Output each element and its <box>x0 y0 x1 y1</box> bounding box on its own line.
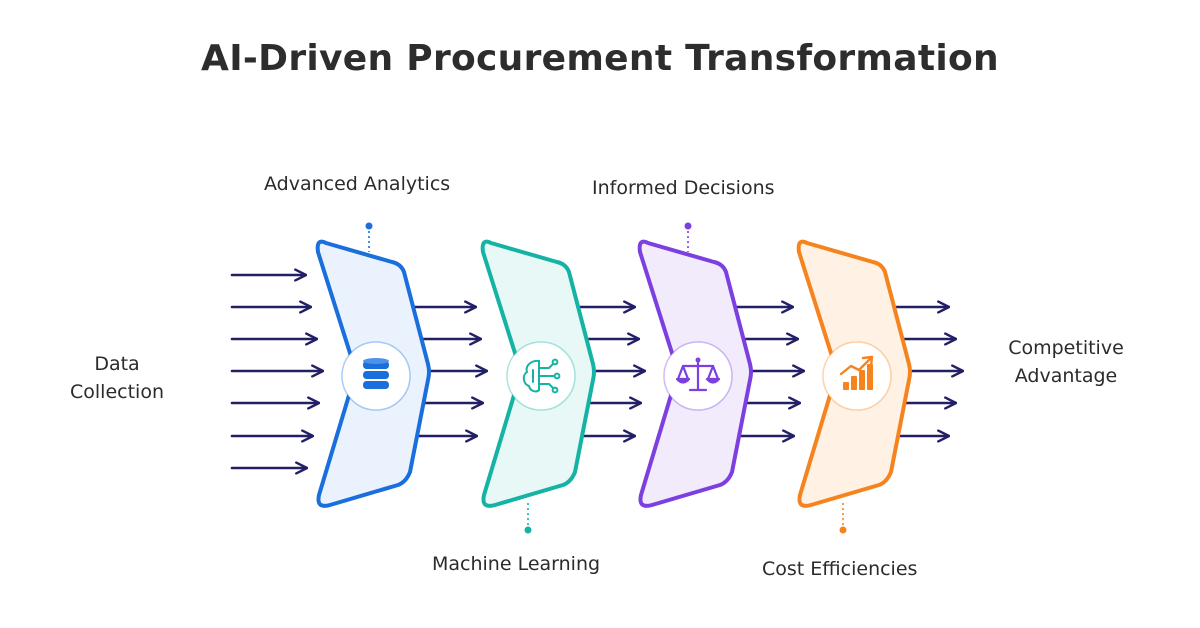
balance-scale-icon <box>675 357 721 392</box>
input-arrows <box>230 275 322 468</box>
input-label-line-1: Data <box>94 353 140 375</box>
stage-label-advanced-analytics: Advanced Analytics <box>264 173 451 195</box>
output-label: Competitive Advantage <box>996 334 1136 390</box>
brain-circuit-icon <box>522 358 561 394</box>
output-arrows <box>892 307 962 436</box>
arrows-stage-1-to-2 <box>412 307 486 436</box>
page-title: AI-Driven Procurement Transformation <box>201 38 999 79</box>
stage-chevron-1 <box>315 222 431 508</box>
growth-chart-icon <box>839 355 874 390</box>
stage-label-cost-efficiencies: Cost Efficiencies <box>762 558 918 580</box>
output-label-line-1: Competitive <box>1008 337 1124 359</box>
arrows-stage-2-to-3 <box>576 307 644 436</box>
output-label-line-2: Advantage <box>1014 365 1118 387</box>
input-label-line-2: Collection <box>70 381 164 403</box>
icon-circle <box>822 341 892 411</box>
input-label: Data Collection <box>52 350 182 406</box>
stage-chevron-4 <box>796 239 912 534</box>
stage-label-informed-decisions: Informed Decisions <box>592 177 775 199</box>
stages-layer <box>315 222 912 534</box>
database-icon <box>363 358 389 389</box>
stage-chevron-2 <box>480 239 596 534</box>
stage-chevron-3 <box>637 222 753 508</box>
arrows-stage-3-to-4 <box>733 307 803 436</box>
stage-label-machine-learning: Machine Learning <box>432 553 601 575</box>
